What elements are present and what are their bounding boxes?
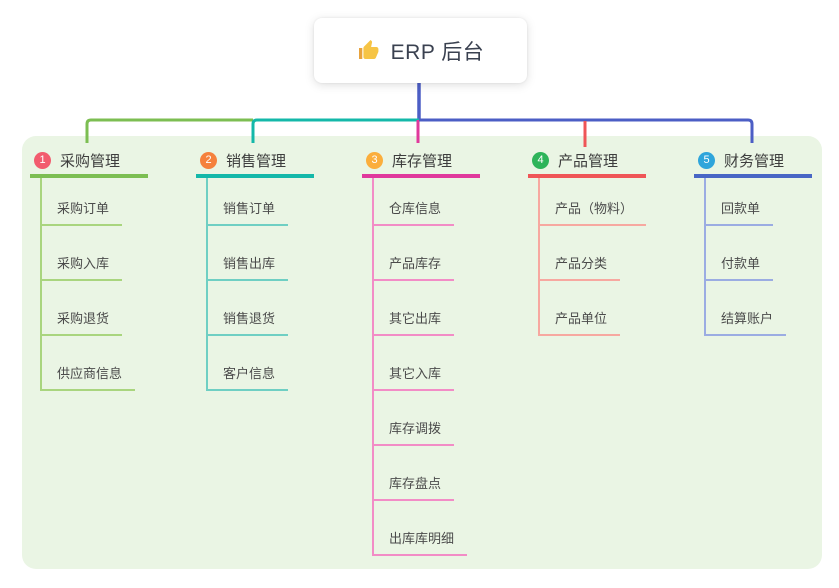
branch-finance-management: 5 财务管理 回款单 付款单 结算账户 bbox=[694, 146, 812, 336]
child-node[interactable]: 采购退货 bbox=[42, 281, 148, 336]
branch-children: 回款单 付款单 结算账户 bbox=[704, 178, 812, 336]
branch-number-badge: 5 bbox=[698, 151, 715, 169]
child-node[interactable]: 其它出库 bbox=[374, 281, 480, 336]
child-node[interactable]: 供应商信息 bbox=[42, 336, 148, 391]
branch-header-product[interactable]: 4 产品管理 bbox=[528, 146, 646, 178]
branch-title: 财务管理 bbox=[724, 152, 785, 170]
child-node[interactable]: 销售订单 bbox=[208, 178, 314, 226]
branch-number-badge: 1 bbox=[34, 151, 51, 169]
branch-number-badge: 4 bbox=[532, 151, 549, 169]
root-node-label: ERP 后台 bbox=[390, 40, 485, 64]
child-node[interactable]: 付款单 bbox=[706, 226, 812, 281]
branch-header-finance[interactable]: 5 财务管理 bbox=[694, 146, 812, 178]
branch-header-inventory[interactable]: 3 库存管理 bbox=[362, 146, 480, 178]
child-node[interactable]: 库存调拨 bbox=[374, 391, 480, 446]
branch-header-purchase[interactable]: 1 采购管理 bbox=[30, 146, 148, 178]
branch-title: 采购管理 bbox=[60, 152, 121, 170]
mindmap-background-panel bbox=[22, 136, 822, 569]
child-node[interactable]: 产品（物料） bbox=[540, 178, 647, 226]
child-node[interactable]: 销售出库 bbox=[208, 226, 314, 281]
branch-purchase-management: 1 采购管理 采购订单 采购入库 采购退货 供应商信息 bbox=[30, 146, 148, 391]
child-node[interactable]: 产品分类 bbox=[540, 226, 646, 281]
branch-children: 仓库信息 产品库存 其它出库 其它入库 库存调拨 库存盘点 出库库明细 bbox=[372, 178, 480, 556]
child-node[interactable]: 其它入库 bbox=[374, 336, 480, 391]
child-node[interactable]: 产品库存 bbox=[374, 226, 480, 281]
branch-children: 采购订单 采购入库 采购退货 供应商信息 bbox=[40, 178, 148, 391]
thumbs-up-icon bbox=[357, 39, 381, 63]
branch-title: 产品管理 bbox=[558, 152, 619, 170]
branch-title: 库存管理 bbox=[392, 152, 453, 170]
child-node[interactable]: 回款单 bbox=[706, 178, 812, 226]
branch-inventory-management: 3 库存管理 仓库信息 产品库存 其它出库 其它入库 库存调拨 库存盘点 出库库… bbox=[362, 146, 480, 556]
root-node[interactable]: ERP 后台 bbox=[314, 18, 527, 83]
branch-children: 销售订单 销售出库 销售退货 客户信息 bbox=[206, 178, 314, 391]
child-node[interactable]: 库存盘点 bbox=[374, 446, 480, 501]
branch-header-sales[interactable]: 2 销售管理 bbox=[196, 146, 314, 178]
child-node[interactable]: 销售退货 bbox=[208, 281, 314, 336]
branch-number-badge: 3 bbox=[366, 151, 383, 169]
bus-branch5 bbox=[419, 118, 754, 143]
child-node[interactable]: 采购入库 bbox=[42, 226, 148, 281]
branch-title: 销售管理 bbox=[226, 152, 287, 170]
child-node[interactable]: 采购订单 bbox=[42, 178, 148, 226]
bus-branch2 bbox=[251, 118, 419, 143]
branch-children: 产品（物料） 产品分类 产品单位 bbox=[538, 178, 647, 336]
child-node[interactable]: 产品单位 bbox=[540, 281, 646, 336]
branch-product-management: 4 产品管理 产品（物料） 产品分类 产品单位 bbox=[528, 146, 647, 336]
child-node[interactable]: 出库库明细 bbox=[374, 501, 480, 556]
child-node[interactable]: 客户信息 bbox=[208, 336, 314, 391]
branch-sales-management: 2 销售管理 销售订单 销售出库 销售退货 客户信息 bbox=[196, 146, 314, 391]
child-node[interactable]: 仓库信息 bbox=[374, 178, 480, 226]
bus-branch1 bbox=[85, 118, 253, 143]
branch-number-badge: 2 bbox=[200, 151, 217, 169]
child-node[interactable]: 结算账户 bbox=[706, 281, 812, 336]
